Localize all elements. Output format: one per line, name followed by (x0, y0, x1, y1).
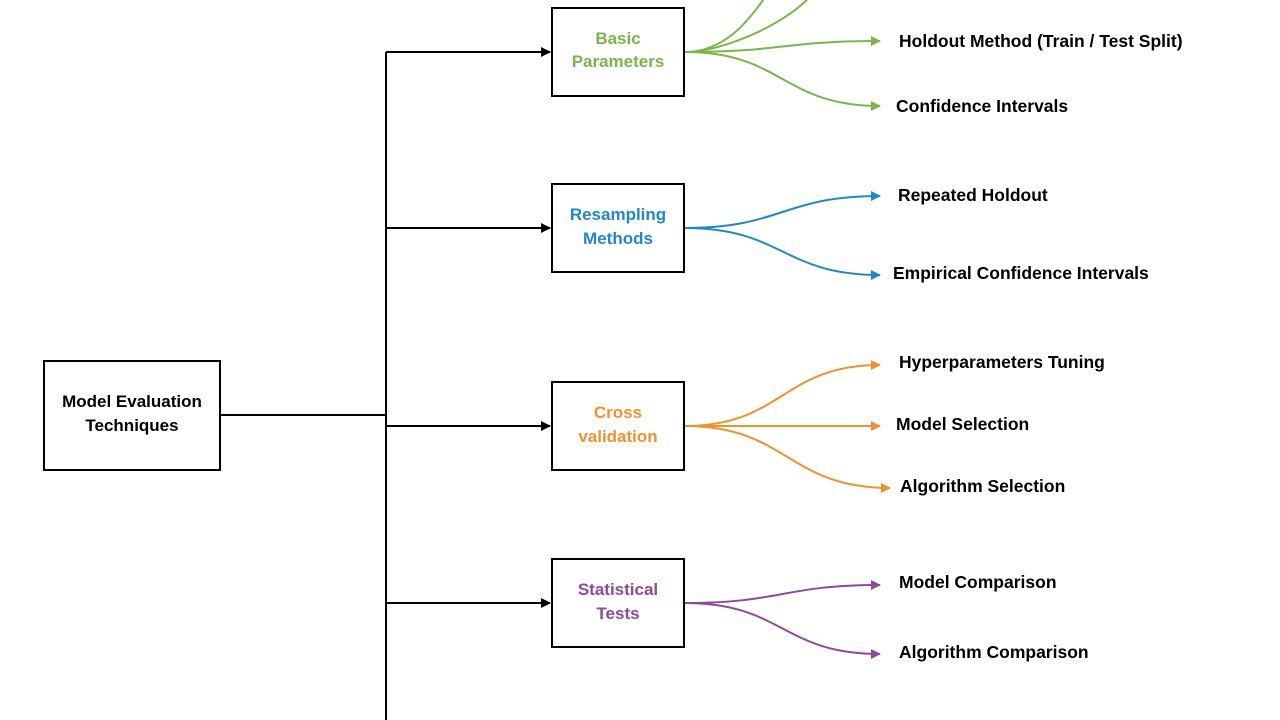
branch-basic-parameters-0 (684, 36, 881, 53)
trunk-connectors (220, 52, 387, 720)
leaf-algorithm-comparison[interactable]: Algorithm Comparison (899, 642, 1089, 662)
leaf-hyperparameters-tuning[interactable]: Hyperparameters Tuning (899, 352, 1105, 372)
category-label-line-1: Statistical (578, 580, 658, 599)
root-node[interactable]: Model Evaluation Techniques (43, 360, 221, 471)
root-node-box (43, 360, 221, 471)
branch-basic-parameters-offscreen-1 (684, 0, 808, 53)
trunk-arrows (386, 47, 551, 608)
category-label-line-1: Cross (594, 403, 642, 422)
leaf-algorithm-selection[interactable]: Algorithm Selection (900, 476, 1065, 496)
category-label-line-2: validation (578, 427, 657, 446)
category-label-line-2: Tests (596, 604, 639, 623)
root-label-line-2: Techniques (85, 416, 178, 435)
category-box (551, 183, 685, 273)
category-node-basic-parameters[interactable]: Basic Parameters (551, 7, 685, 97)
category-label-line-2: Parameters (572, 52, 665, 71)
category-box (551, 558, 685, 648)
leaf-model-selection[interactable]: Model Selection (896, 414, 1029, 434)
category-label-line-1: Resampling (570, 205, 666, 224)
branch-resampling-methods-1 (684, 227, 881, 280)
branch-cross-validation-2 (684, 425, 891, 493)
category-box (551, 381, 685, 471)
branch-basic-parameters-1 (684, 51, 881, 111)
category-label-line-1: Basic (595, 29, 640, 48)
category-node-statistical-tests[interactable]: Statistical Tests (551, 558, 685, 648)
leaf-holdout-method[interactable]: Holdout Method (Train / Test Split) (899, 31, 1183, 51)
leaf-confidence-intervals[interactable]: Confidence Intervals (896, 96, 1068, 116)
branches (684, 0, 891, 659)
leaf-repeated-holdout[interactable]: Repeated Holdout (898, 185, 1048, 205)
branch-resampling-methods-0 (684, 191, 881, 229)
category-node-resampling-methods[interactable]: Resampling Methods (551, 183, 685, 273)
leaf-model-comparison[interactable]: Model Comparison (899, 572, 1057, 592)
category-label-line-2: Methods (583, 229, 653, 248)
leaf-empirical-confidence-intervals[interactable]: Empirical Confidence Intervals (893, 263, 1149, 283)
leaf-labels: Holdout Method (Train / Test Split) Conf… (893, 31, 1183, 662)
branch-cross-validation-0 (684, 360, 881, 427)
branch-statistical-tests-1 (684, 602, 881, 659)
root-label-line-1: Model Evaluation (62, 392, 202, 411)
category-box (551, 7, 685, 97)
category-node-cross-validation[interactable]: Cross validation (551, 381, 685, 471)
branch-statistical-tests-0 (684, 580, 881, 604)
